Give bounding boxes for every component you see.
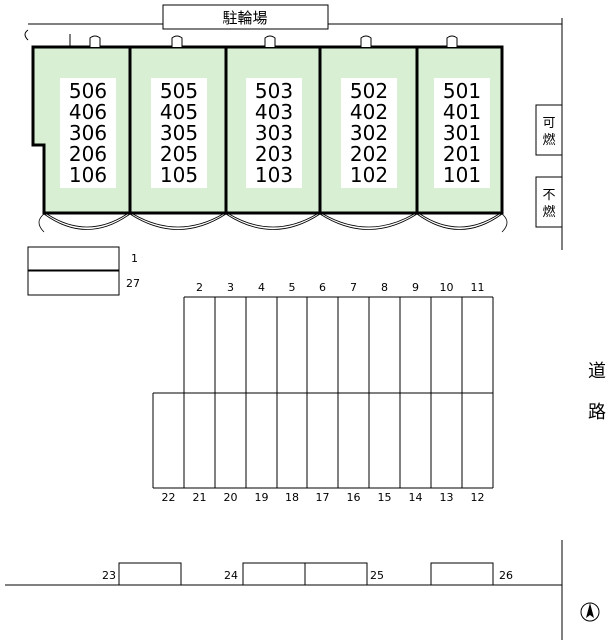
trash-station-burnable: 可 燃 <box>535 104 563 156</box>
space-label-3: 3 <box>227 281 234 294</box>
unit-number-301: 301 <box>443 121 481 145</box>
space-label-6: 6 <box>319 281 326 294</box>
unit-number-102: 102 <box>350 163 388 187</box>
apartment-building: 5064063062061065054053052051055034033032… <box>31 35 504 215</box>
road-label-char-2: 路 <box>588 402 606 423</box>
bicycle-parking-box <box>162 4 329 30</box>
space-label-15: 15 <box>378 491 392 504</box>
space-label-25: 25 <box>370 569 384 582</box>
unit-number-506: 506 <box>69 79 107 103</box>
unit-number-401: 401 <box>443 100 481 124</box>
trash-burnable-char-2: 燃 <box>542 132 555 148</box>
unit-number-302: 302 <box>350 121 388 145</box>
entrance-icon <box>171 35 183 47</box>
space-label-9: 9 <box>412 281 419 294</box>
unit-number-503: 503 <box>255 79 293 103</box>
entrance-icon <box>360 35 372 47</box>
road-label-char-1: 道 <box>588 361 606 382</box>
unit-number-405: 405 <box>160 100 198 124</box>
space-label-27: 27 <box>126 277 140 290</box>
unit-label-box <box>434 78 490 188</box>
north-arrow-icon <box>580 602 600 622</box>
unit-number-305: 305 <box>160 121 198 145</box>
space-label-5: 5 <box>289 281 296 294</box>
space-label-20: 20 <box>224 491 238 504</box>
trash-burnable-char-1: 可 <box>542 116 555 131</box>
parking-lot <box>152 296 494 489</box>
balconies <box>38 213 508 233</box>
balcony-arc-inner <box>228 213 318 228</box>
trash-nonburnable-char-1: 不 <box>542 188 555 203</box>
road-side-spaces <box>118 562 494 586</box>
unit-number-501: 501 <box>443 79 481 103</box>
side-parking-spaces <box>27 246 120 296</box>
space-label-8: 8 <box>381 281 388 294</box>
unit-label-box <box>151 78 207 188</box>
space-label-10: 10 <box>440 281 454 294</box>
unit-number-202: 202 <box>350 142 388 166</box>
space-label-22: 22 <box>162 491 176 504</box>
space-label-14: 14 <box>409 491 423 504</box>
space-label-21: 21 <box>193 491 207 504</box>
balcony-arc-inner <box>132 213 224 228</box>
unit-number-406: 406 <box>69 100 107 124</box>
unit-number-402: 402 <box>350 100 388 124</box>
unit-number-403: 403 <box>255 100 293 124</box>
bicycle-parking-label: 駐輪場 <box>222 9 267 27</box>
space-label-26: 26 <box>499 569 513 582</box>
space-label-18: 18 <box>285 491 299 504</box>
balcony-end <box>38 213 45 233</box>
unit-label-box <box>246 78 302 188</box>
space-label-23: 23 <box>102 569 116 582</box>
unit-label-box <box>60 78 116 188</box>
unit-number-201: 201 <box>443 142 481 166</box>
space-label-1: 1 <box>131 252 138 265</box>
unit-number-106: 106 <box>69 163 107 187</box>
balcony-arc <box>129 213 227 230</box>
unit-number-505: 505 <box>160 79 198 103</box>
unit-number-101: 101 <box>443 163 481 187</box>
unit-number-502: 502 <box>350 79 388 103</box>
entrance-icon <box>446 35 458 47</box>
unit-number-103: 103 <box>255 163 293 187</box>
space-label-17: 17 <box>316 491 330 504</box>
balcony-end <box>501 213 508 233</box>
unit-number-306: 306 <box>69 121 107 145</box>
unit-number-205: 205 <box>160 142 198 166</box>
balcony-arc-inner <box>419 213 500 228</box>
unit-number-303: 303 <box>255 121 293 145</box>
space-label-13: 13 <box>440 491 454 504</box>
balcony-arc-inner <box>322 213 415 228</box>
trash-station-nonburnable: 不 燃 <box>535 176 563 228</box>
trash-nonburnable-char-2: 燃 <box>542 204 555 220</box>
balcony-arc <box>416 213 503 230</box>
entrance-icon <box>264 35 276 47</box>
parking-space-labels: 2 3 4 5 6 7 8 9 10 11 22 21 20 19 18 17 16 15 14 13 12 <box>162 281 485 504</box>
space-label-4: 4 <box>258 281 265 294</box>
balcony-arc <box>225 213 321 230</box>
unit-number-206: 206 <box>69 142 107 166</box>
balcony-arc <box>43 213 131 230</box>
space-label-24: 24 <box>224 569 238 582</box>
space-label-12: 12 <box>471 491 485 504</box>
unit-number-203: 203 <box>255 142 293 166</box>
space-label-19: 19 <box>255 491 269 504</box>
balcony-arc <box>319 213 418 230</box>
balcony-arc-inner <box>46 213 128 228</box>
space-label-16: 16 <box>347 491 361 504</box>
unit-number-105: 105 <box>160 163 198 187</box>
space-label-2: 2 <box>196 281 203 294</box>
space-label-7: 7 <box>350 281 357 294</box>
unit-label-box <box>341 78 397 188</box>
space-label-11: 11 <box>471 281 485 294</box>
entrance-icon <box>89 35 101 47</box>
